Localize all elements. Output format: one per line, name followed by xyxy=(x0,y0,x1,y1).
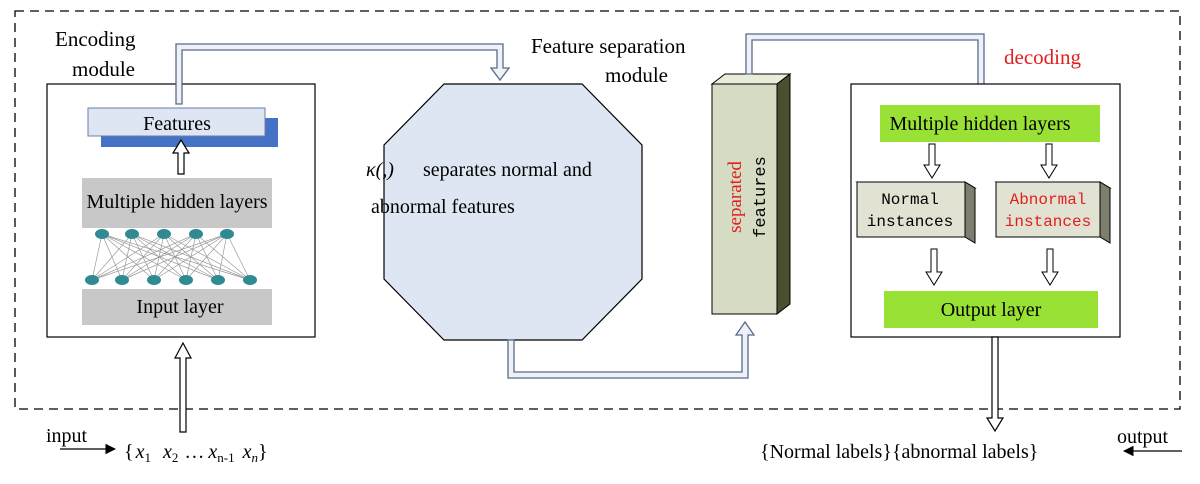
nn-node xyxy=(147,275,161,285)
abnormal-box-side xyxy=(1099,181,1111,244)
output-arrow xyxy=(985,336,1005,433)
outer-dashed-boundary xyxy=(14,10,1181,410)
abnormal-line1: Abnormal xyxy=(1010,191,1087,209)
encoding-hidden-layers-label: Multiple hidden layers xyxy=(86,191,267,213)
neural-net-nodes xyxy=(85,229,257,285)
input-arrow xyxy=(174,341,192,433)
input-layer-label: Input layer xyxy=(136,296,224,318)
output-labels-text: {Normal labels}{abnormal labels} xyxy=(760,441,1038,463)
output-label: output xyxy=(1117,426,1169,448)
nn-connection xyxy=(226,233,251,281)
nn-node xyxy=(179,275,193,285)
nn-node xyxy=(95,229,109,239)
nn-node xyxy=(85,275,99,285)
abnormal-to-output-arrow xyxy=(1041,248,1059,286)
input-label: input xyxy=(46,425,88,447)
nn-node xyxy=(125,229,139,239)
separation-title-line1: Feature separation xyxy=(531,34,686,58)
nn-node xyxy=(211,275,225,285)
nn-connection xyxy=(91,233,103,281)
nn-node xyxy=(243,275,257,285)
nn-connection xyxy=(101,233,251,281)
nn-connection xyxy=(91,233,133,281)
nn-connection xyxy=(91,233,228,281)
nn-connection xyxy=(121,233,228,281)
normal-to-output-arrow xyxy=(925,248,943,286)
features-block xyxy=(87,107,266,137)
input-layer-bar xyxy=(82,289,272,325)
nn-node xyxy=(157,229,171,239)
nn-connection xyxy=(185,233,228,281)
separation-text-line2: abnormal features xyxy=(371,196,515,218)
nn-node xyxy=(220,229,234,239)
nn-node xyxy=(115,275,129,285)
nn-connection xyxy=(91,233,165,281)
nn-connection xyxy=(91,233,197,281)
decoding-hidden-layers-label: Multiple hidden layers xyxy=(889,113,1070,135)
output-layer-bar xyxy=(884,291,1098,328)
normal-box-side xyxy=(964,181,976,244)
separated-label-line2: features xyxy=(752,156,771,238)
encoding-to-separation-connector xyxy=(175,43,511,105)
separation-octagon xyxy=(383,83,643,341)
nn-connection xyxy=(153,233,228,281)
separated-features-prism-side xyxy=(776,72,791,316)
abnormal-instances-box xyxy=(995,181,1101,238)
abnormal-line2: instances xyxy=(1005,213,1091,231)
hidden-to-features-arrow xyxy=(171,138,191,175)
separated-features-prism-face xyxy=(711,83,778,315)
normal-instances-box xyxy=(856,181,966,238)
nn-node xyxy=(189,229,203,239)
encoding-hidden-layers-bar xyxy=(82,178,272,228)
neural-net-connections xyxy=(91,233,251,281)
octagon-to-separated-connector xyxy=(507,320,756,379)
normal-line1: Normal xyxy=(881,191,939,209)
separation-text-line1: separates normal and xyxy=(423,159,592,181)
nn-connection xyxy=(121,233,165,281)
kappa-symbol: κ(,) xyxy=(366,159,394,181)
decoding-title: decoding xyxy=(1004,45,1081,69)
hidden-to-normal-arrow xyxy=(923,143,941,179)
nn-connection xyxy=(217,233,228,281)
output-layer-label: Output layer xyxy=(941,299,1042,321)
hidden-to-abnormal-arrow xyxy=(1040,143,1058,179)
encoding-title-line1: Encoding xyxy=(55,27,136,51)
separation-title-line2: module xyxy=(605,63,668,87)
separated-label-line1: separated xyxy=(725,161,746,233)
decoding-hidden-layers-bar xyxy=(880,105,1100,142)
encoding-features-label: Features xyxy=(143,113,211,135)
nn-connection xyxy=(121,233,133,281)
nn-connection xyxy=(195,233,219,281)
normal-line2: instances xyxy=(867,213,953,231)
encoding-title-line2: module xyxy=(72,57,135,81)
